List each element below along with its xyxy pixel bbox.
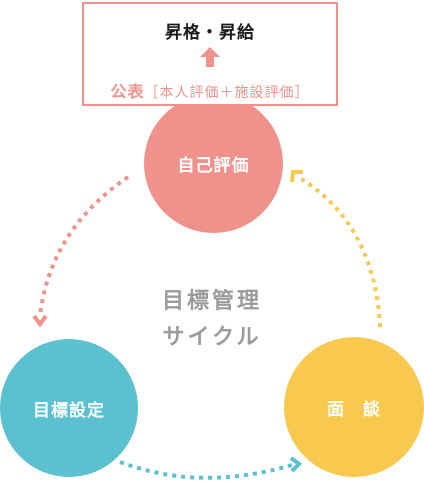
cycle-center-line1: 目標管理: [161, 289, 262, 314]
interview-node: 面 談: [284, 337, 424, 477]
publication-label: 公表: [110, 82, 145, 101]
goal-setting-label: 目標設定: [33, 400, 105, 421]
outcome-title: 昇格・昇給: [165, 23, 255, 43]
publication-detail: ［本人評価＋施設評価］: [144, 85, 310, 101]
arrow-interview-to-self: [298, 176, 382, 328]
arrow-goal-to-interview-head: [289, 456, 303, 473]
arrow-self-to-goal: [38, 175, 130, 317]
outcome-box: 昇格・昇給 公表［本人評価＋施設評価］: [82, 2, 338, 106]
self-evaluation-node: 自己評価: [144, 94, 283, 233]
arrow-self-to-goal-head: [32, 314, 48, 328]
arrow-goal-to-interview: [119, 460, 293, 480]
publication-line: 公表［本人評価＋施設評価］: [84, 78, 336, 102]
cycle-center-label: 目標管理 サイクル: [112, 284, 312, 356]
goal-setting-node: 目標設定: [0, 339, 138, 477]
up-arrow-icon: [200, 47, 220, 67]
cycle-center-line2: サイクル: [162, 325, 262, 350]
self-evaluation-label: 自己評価: [177, 156, 250, 176]
interview-label: 面 談: [327, 399, 381, 420]
arrow-interview-to-self-head: [290, 170, 303, 183]
